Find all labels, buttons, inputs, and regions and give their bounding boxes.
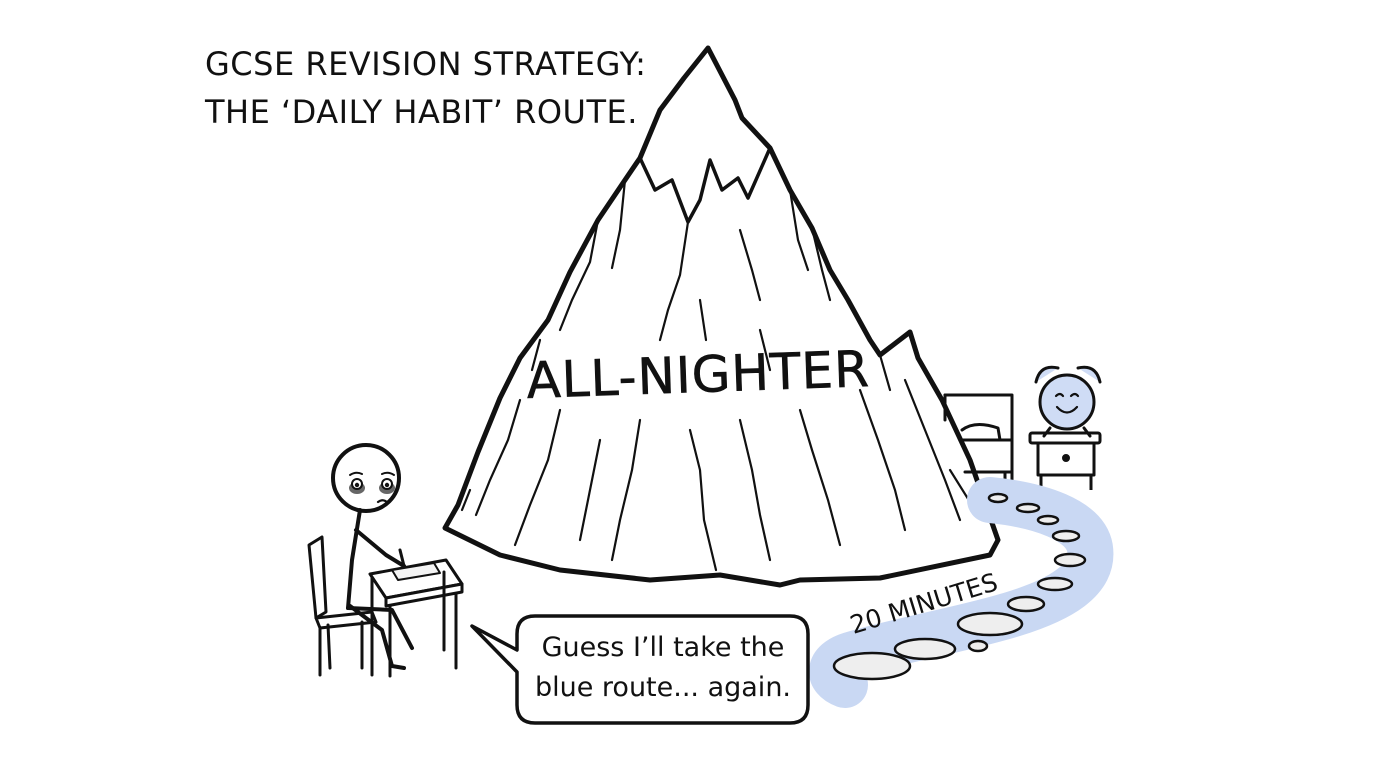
mountain-creases <box>460 178 977 572</box>
speech-line-2: blue route... again. <box>534 672 792 703</box>
mountain: ALL-NIGHTER <box>442 45 1001 588</box>
nightstand-icon <box>1028 431 1102 490</box>
student-head <box>331 443 401 513</box>
student-figure <box>331 443 414 670</box>
mountain-label: ALL-NIGHTER <box>525 340 870 410</box>
speech-bubble <box>470 614 810 725</box>
chair <box>307 535 378 677</box>
speech-line-1: Guess I’ll take the <box>541 632 785 663</box>
speech-bubble-text: Guess I’ll take the blue route... again. <box>528 628 798 708</box>
stepping-stones <box>832 492 1087 681</box>
comic-title: GCSE REVISION STRATEGY: THE ‘DAILY HABIT… <box>205 40 646 136</box>
desk <box>368 558 464 678</box>
snow-cap-line <box>638 147 772 224</box>
alarm-clock-icon <box>1034 365 1102 438</box>
title-line-2: THE ‘DAILY HABIT’ ROUTE. <box>205 93 638 131</box>
speech-bubble-shape <box>470 614 810 725</box>
title-line-1: GCSE REVISION STRATEGY: <box>205 45 647 83</box>
bed-icon <box>943 393 1014 487</box>
mountain-outline <box>442 45 1001 588</box>
